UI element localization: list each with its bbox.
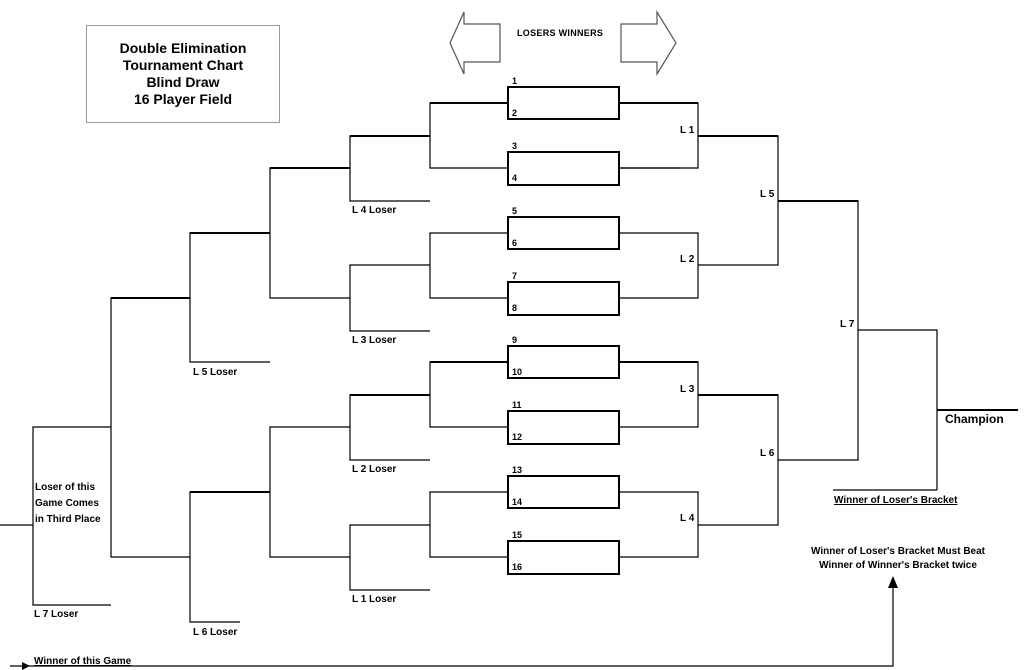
losers-round-5 <box>110 297 190 558</box>
game-label-l2: L 2 <box>680 254 695 265</box>
losers-winners-label: LOSERS WINNERS <box>517 28 604 38</box>
l4-loser-label: L 4 Loser <box>352 205 397 216</box>
slot-5: 5 <box>512 206 518 216</box>
slot-8: 8 <box>512 303 518 313</box>
winner-this-game-label: Winner of this Game <box>34 656 132 667</box>
winners-round-2 <box>619 102 699 558</box>
winners-round-2-bold <box>619 102 698 363</box>
slot-6: 6 <box>512 238 518 248</box>
slot-14: 14 <box>512 497 523 507</box>
winners-final <box>833 329 1018 491</box>
slot-4: 4 <box>512 173 518 183</box>
winner-line <box>10 585 894 667</box>
must-beat-line-2: Winner of Winner's Bracket twice <box>819 560 977 571</box>
bracket-lines <box>0 9 1018 667</box>
game-label-l7: L 7 <box>840 319 855 330</box>
third-place-line-1: Loser of this <box>35 482 96 493</box>
slot-3: 3 <box>512 141 518 151</box>
title-line-4: 16 Player Field <box>133 91 233 107</box>
l5-loser-label: L 5 Loser <box>193 367 238 378</box>
l1-loser-label: L 1 Loser <box>352 594 397 605</box>
title-line-1: Double Elimination <box>119 40 247 56</box>
l7-loser-label: L 7 Loser <box>34 609 79 620</box>
slot-9: 9 <box>512 335 518 345</box>
l3-loser-label: L 3 Loser <box>352 335 397 346</box>
game-label-l5: L 5 <box>760 189 775 200</box>
right-arrow-icon <box>620 9 677 77</box>
slot-11: 11 <box>512 400 522 410</box>
losers-round-3 <box>269 167 350 558</box>
title-line-2: Tournament Chart <box>122 57 244 73</box>
slot-16: 16 <box>512 562 523 572</box>
third-place-note: Loser of this Game Comes in Third Place <box>35 480 101 528</box>
must-beat-line-1: Winner of Loser's Bracket Must Beat <box>811 546 985 557</box>
l2-loser-label: L 2 Loser <box>352 464 397 475</box>
losers-round-6 <box>0 426 111 606</box>
left-arrow-icon <box>449 11 501 75</box>
title-line-3: Blind Draw <box>146 74 220 90</box>
third-place-line-2: Game Comes <box>35 498 99 509</box>
slot-12: 12 <box>512 432 523 442</box>
title-box: Double Elimination Tournament Chart Blin… <box>86 25 280 123</box>
losers-round-1 <box>429 102 508 558</box>
winner-losers-bracket-label: Winner of Loser's Bracket <box>834 495 958 506</box>
game-label-l3: L 3 <box>680 384 695 395</box>
slot-2: 2 <box>512 108 518 118</box>
slot-7: 7 <box>512 271 518 281</box>
game-label-l1: L 1 <box>680 125 695 136</box>
game-label-l4: L 4 <box>680 513 695 524</box>
game-label-l6: L 6 <box>760 448 775 459</box>
slot-1: 1 <box>512 76 518 86</box>
losers-round-4 <box>189 232 270 623</box>
first-round-boxes <box>507 86 620 575</box>
l6-loser-label: L 6 Loser <box>193 627 238 638</box>
slot-13: 13 <box>512 465 523 475</box>
third-place-line-3: in Third Place <box>35 514 101 525</box>
winner-arrow-right-icon <box>22 662 30 670</box>
champion-label: Champion <box>945 412 1004 426</box>
slot-15: 15 <box>512 530 523 540</box>
slot-10: 10 <box>512 367 523 377</box>
must-beat-note: Winner of Loser's Bracket Must Beat Winn… <box>800 545 996 573</box>
arrow-up-icon <box>888 576 898 588</box>
